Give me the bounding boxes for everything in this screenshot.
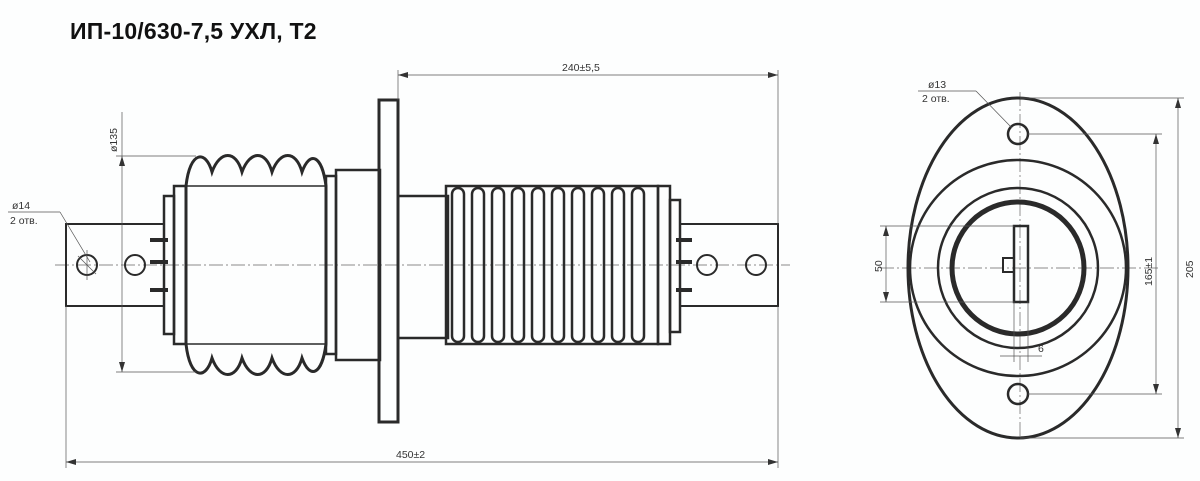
dim-hole-spacing: 165±1	[1143, 257, 1155, 286]
flange-hole-bottom	[1006, 382, 1030, 406]
end-cap-outer-ring	[936, 186, 1100, 350]
dim-50-arrow-top	[883, 226, 889, 236]
dim-205-arrow-top	[1175, 98, 1181, 108]
dim-450-arrow-right	[768, 459, 778, 465]
right-terminal-hole-inner	[696, 254, 718, 276]
insulator-rib	[450, 186, 466, 344]
right-terminal-hole-outer	[745, 254, 767, 276]
right-studs	[676, 238, 692, 292]
dim-overall-length: 450±2	[396, 449, 425, 461]
dim-terminal-hole-count: 2 отв.	[10, 215, 38, 227]
insulator-rib	[590, 186, 606, 344]
dim-flange-span: 240±5,5	[562, 62, 600, 74]
flange-outline	[906, 96, 1130, 440]
left-terminal-hole-inner	[124, 254, 146, 276]
dim-insulator-diameter: ø135	[108, 128, 120, 152]
insulator-rib	[530, 186, 546, 344]
end-view: 50 6 165±1 205 ø13 2 отв.	[873, 79, 1196, 440]
insulator-outline	[908, 158, 1128, 378]
dim-135-arrow-top	[119, 156, 125, 166]
end-cap-inner-ring	[949, 199, 1087, 337]
dim-flange-hole-diameter: ø13	[928, 79, 946, 91]
side-view: 240±5,5 450±2 ø135 ø14 2 отв.	[8, 62, 790, 468]
dim-14-leader	[59, 211, 91, 263]
dim-busbar-height: 50	[873, 260, 885, 272]
dim-205-arrow-bottom	[1175, 428, 1181, 438]
dim-flange-hole-count: 2 отв.	[922, 93, 950, 105]
insulator-rib	[630, 186, 646, 344]
mounting-flange	[377, 98, 400, 424]
right-insulator-core	[396, 194, 450, 340]
busbar	[1012, 224, 1030, 304]
dim-240-arrow-right	[768, 72, 778, 78]
insulator-rib	[550, 186, 566, 344]
right-insulator-ribs	[450, 186, 646, 344]
dim-165-arrow-bottom	[1153, 384, 1159, 394]
dim-terminal-hole-diameter: ø14	[12, 200, 30, 212]
dim-165-arrow-top	[1153, 134, 1159, 144]
insulator-rib	[470, 186, 486, 344]
insulator-rib	[570, 186, 586, 344]
insulator-rib	[510, 186, 526, 344]
dim-240-arrow-left	[398, 72, 408, 78]
dim-450-arrow-left	[66, 459, 76, 465]
drawing-title: ИП-10/630-7,5 УХЛ, Т2	[70, 18, 317, 44]
insulator-rib	[490, 186, 506, 344]
dim-busbar-thickness: 6	[1038, 343, 1044, 355]
right-terminal-bar	[679, 223, 779, 307]
dim-13-leader	[975, 90, 1013, 129]
right-end-cap-plate	[668, 198, 682, 334]
busbar-tab	[1002, 257, 1015, 273]
dim-flange-height: 205	[1184, 260, 1196, 278]
dim-135-arrow-bottom	[119, 362, 125, 372]
insulator-rib	[610, 186, 626, 344]
dim-50-arrow-bottom	[883, 292, 889, 302]
